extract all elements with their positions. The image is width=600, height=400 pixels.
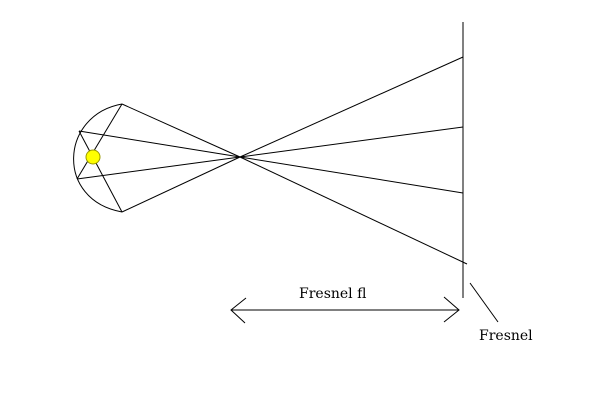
focal-length-arrowhead-right <box>443 296 460 323</box>
reflector-chord-top <box>76 103 123 180</box>
ray-out-2 <box>239 126 464 158</box>
ray-out-1 <box>239 56 464 158</box>
lamp-bulb <box>85 149 101 165</box>
ray-in-2 <box>78 130 241 158</box>
ray-in-1 <box>121 103 241 158</box>
ray-out-4 <box>239 156 468 265</box>
reflector-chord-bottom <box>78 130 123 213</box>
lens-label-leader <box>469 282 499 323</box>
focal-length-arrowhead-left <box>230 297 247 324</box>
ray-out-3 <box>239 156 464 194</box>
focal-length-label: Fresnel fl <box>299 286 366 302</box>
ray-in-4 <box>121 156 241 213</box>
ray-in-3 <box>76 156 241 180</box>
lens-label: Fresnel <box>479 328 533 344</box>
reflector-arc <box>73 103 123 213</box>
